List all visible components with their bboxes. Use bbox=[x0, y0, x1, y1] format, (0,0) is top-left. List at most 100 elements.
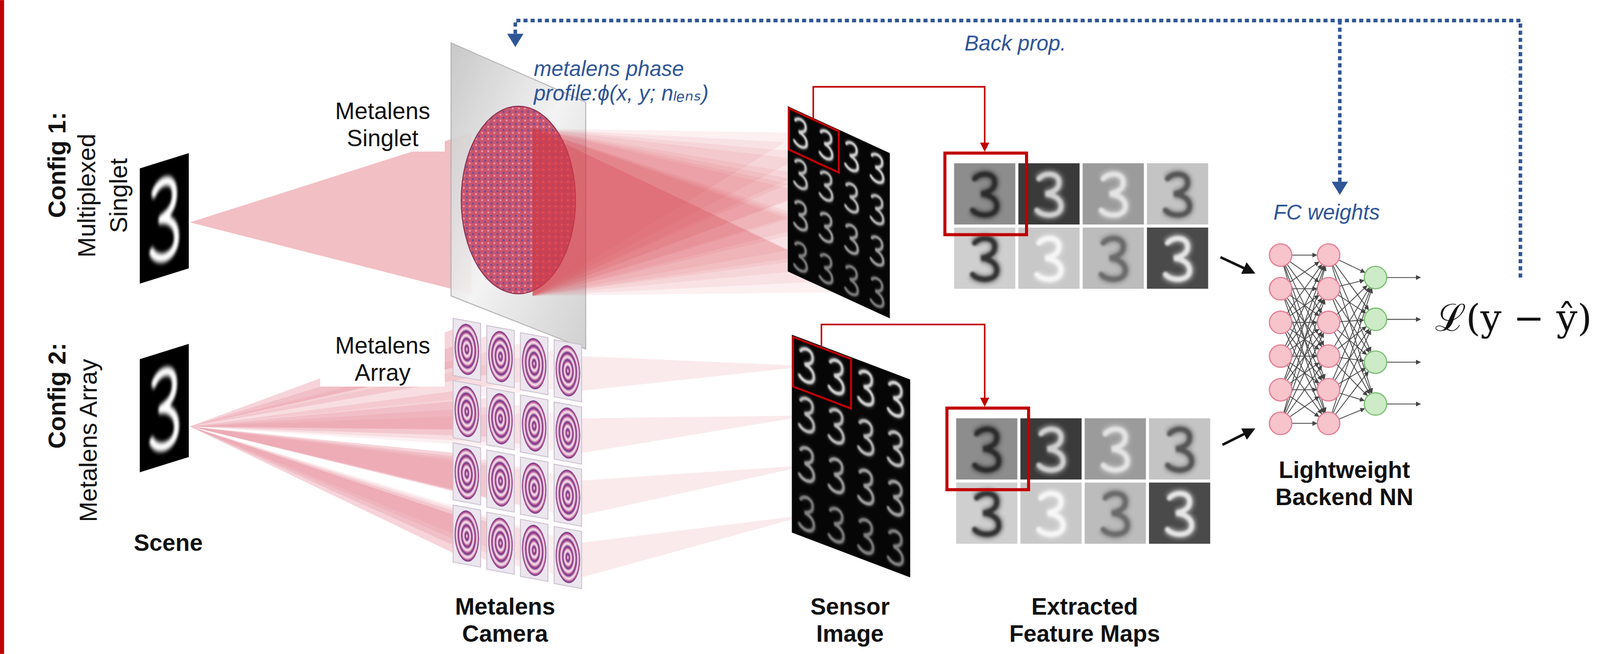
sensor-panel bbox=[792, 334, 911, 578]
digit-halo bbox=[888, 380, 903, 419]
digit-image bbox=[858, 369, 873, 408]
part-label: Metalens Array bbox=[320, 332, 445, 387]
nn-connection bbox=[1289, 261, 1320, 283]
digit-halo bbox=[1165, 238, 1190, 280]
digit-halo bbox=[870, 193, 883, 227]
tile-rings bbox=[521, 522, 547, 579]
digit-image bbox=[799, 346, 814, 386]
digit-image bbox=[1165, 238, 1190, 280]
digit-image bbox=[888, 528, 903, 568]
nn-neuron bbox=[1269, 345, 1292, 368]
digit-halo bbox=[1103, 429, 1128, 471]
digit-halo bbox=[799, 445, 814, 485]
digit-image bbox=[1167, 493, 1193, 535]
digit-image bbox=[972, 174, 997, 216]
digit-image bbox=[888, 380, 903, 419]
metalens-tile bbox=[453, 318, 481, 381]
nn-neuron bbox=[1317, 311, 1340, 334]
digit-image bbox=[1038, 429, 1064, 471]
backprop-path bbox=[506, 20, 1521, 278]
digit-image bbox=[888, 479, 903, 518]
tile-rings bbox=[488, 328, 513, 385]
tile-frame bbox=[453, 380, 481, 444]
digit-halo bbox=[1036, 238, 1062, 280]
tile-frame bbox=[453, 443, 481, 506]
tile-rings bbox=[454, 321, 480, 378]
nn-connection bbox=[1289, 396, 1320, 418]
sensor-images bbox=[787, 106, 911, 578]
digit-halo bbox=[1101, 174, 1126, 216]
tile-frame bbox=[554, 339, 582, 403]
config-name: Metalens Array bbox=[74, 357, 103, 524]
tile-frame bbox=[453, 318, 481, 381]
digit-halo bbox=[794, 157, 807, 191]
digit-halo bbox=[828, 506, 844, 545]
metalens-tile bbox=[486, 387, 515, 450]
sensor-panel bbox=[787, 106, 890, 319]
highlight-box bbox=[944, 153, 1027, 235]
metalens-tile bbox=[453, 380, 481, 444]
digit-halo bbox=[799, 396, 814, 435]
nn-neuron bbox=[1269, 412, 1292, 435]
feature-tile bbox=[1082, 227, 1144, 289]
tile-rings bbox=[488, 390, 513, 447]
digit-image bbox=[845, 264, 858, 298]
nn-output bbox=[1364, 308, 1387, 331]
metalens-array bbox=[453, 318, 582, 589]
digit-image bbox=[1103, 493, 1128, 535]
nn-neuron bbox=[1269, 244, 1292, 267]
nn-connection bbox=[1386, 277, 1421, 279]
config-title: Config 2: bbox=[43, 342, 72, 450]
digit-image bbox=[799, 445, 814, 485]
tile-rings bbox=[555, 529, 581, 586]
tile-rings bbox=[555, 467, 581, 523]
frame-bar bbox=[0, 0, 5, 654]
nn-connection bbox=[1285, 332, 1324, 414]
nn-connection bbox=[1285, 265, 1324, 346]
nn-neuron bbox=[1269, 277, 1292, 300]
tile-frame bbox=[554, 526, 582, 589]
scene-digits bbox=[139, 153, 189, 473]
backprop-label: Back prop. bbox=[963, 30, 1068, 56]
digit-halo bbox=[828, 456, 844, 496]
metalens-tile bbox=[554, 339, 582, 403]
tile-rings bbox=[454, 384, 480, 440]
nn-neuron bbox=[1317, 345, 1340, 368]
digit-halo bbox=[972, 238, 997, 280]
tile-frame bbox=[486, 512, 515, 575]
digit-halo bbox=[974, 493, 999, 535]
nn-connection bbox=[1386, 319, 1421, 321]
digit-halo bbox=[845, 181, 858, 215]
nn-connection bbox=[1386, 361, 1421, 363]
metalens-tile bbox=[554, 526, 582, 589]
nn-connection bbox=[1386, 403, 1421, 405]
network-block: Lightweight Backend NN bbox=[1260, 240, 1429, 441]
digit-image bbox=[819, 211, 832, 245]
metalens-tile bbox=[554, 402, 582, 465]
digit-halo bbox=[799, 495, 814, 534]
digit-image bbox=[799, 396, 814, 435]
column-label: Metalens Camera bbox=[435, 593, 576, 648]
digit-image bbox=[1103, 429, 1128, 471]
digit-image bbox=[1101, 238, 1126, 280]
part-label: Metalens Singlet bbox=[320, 97, 445, 152]
digit-image bbox=[858, 468, 873, 507]
feature-tile bbox=[956, 482, 1018, 545]
tile-rings bbox=[454, 508, 480, 564]
digit-halo bbox=[819, 169, 832, 203]
light-ray bbox=[581, 415, 810, 454]
tile-rings bbox=[488, 515, 513, 571]
scene-label: Scene bbox=[132, 529, 205, 557]
feature-tile bbox=[1146, 227, 1208, 289]
input-arrow bbox=[1222, 429, 1254, 446]
backprop-line bbox=[1337, 20, 1342, 182]
digit-image bbox=[819, 252, 832, 286]
digit-halo bbox=[845, 264, 858, 298]
feature-tile bbox=[956, 418, 1018, 480]
digit-image bbox=[858, 517, 873, 556]
column-label: Extracted Feature Maps bbox=[998, 593, 1171, 648]
column-label: Sensor Image bbox=[795, 593, 905, 648]
tile-rings bbox=[521, 398, 547, 454]
digit-image bbox=[828, 506, 844, 545]
nn-connection bbox=[1337, 326, 1366, 349]
